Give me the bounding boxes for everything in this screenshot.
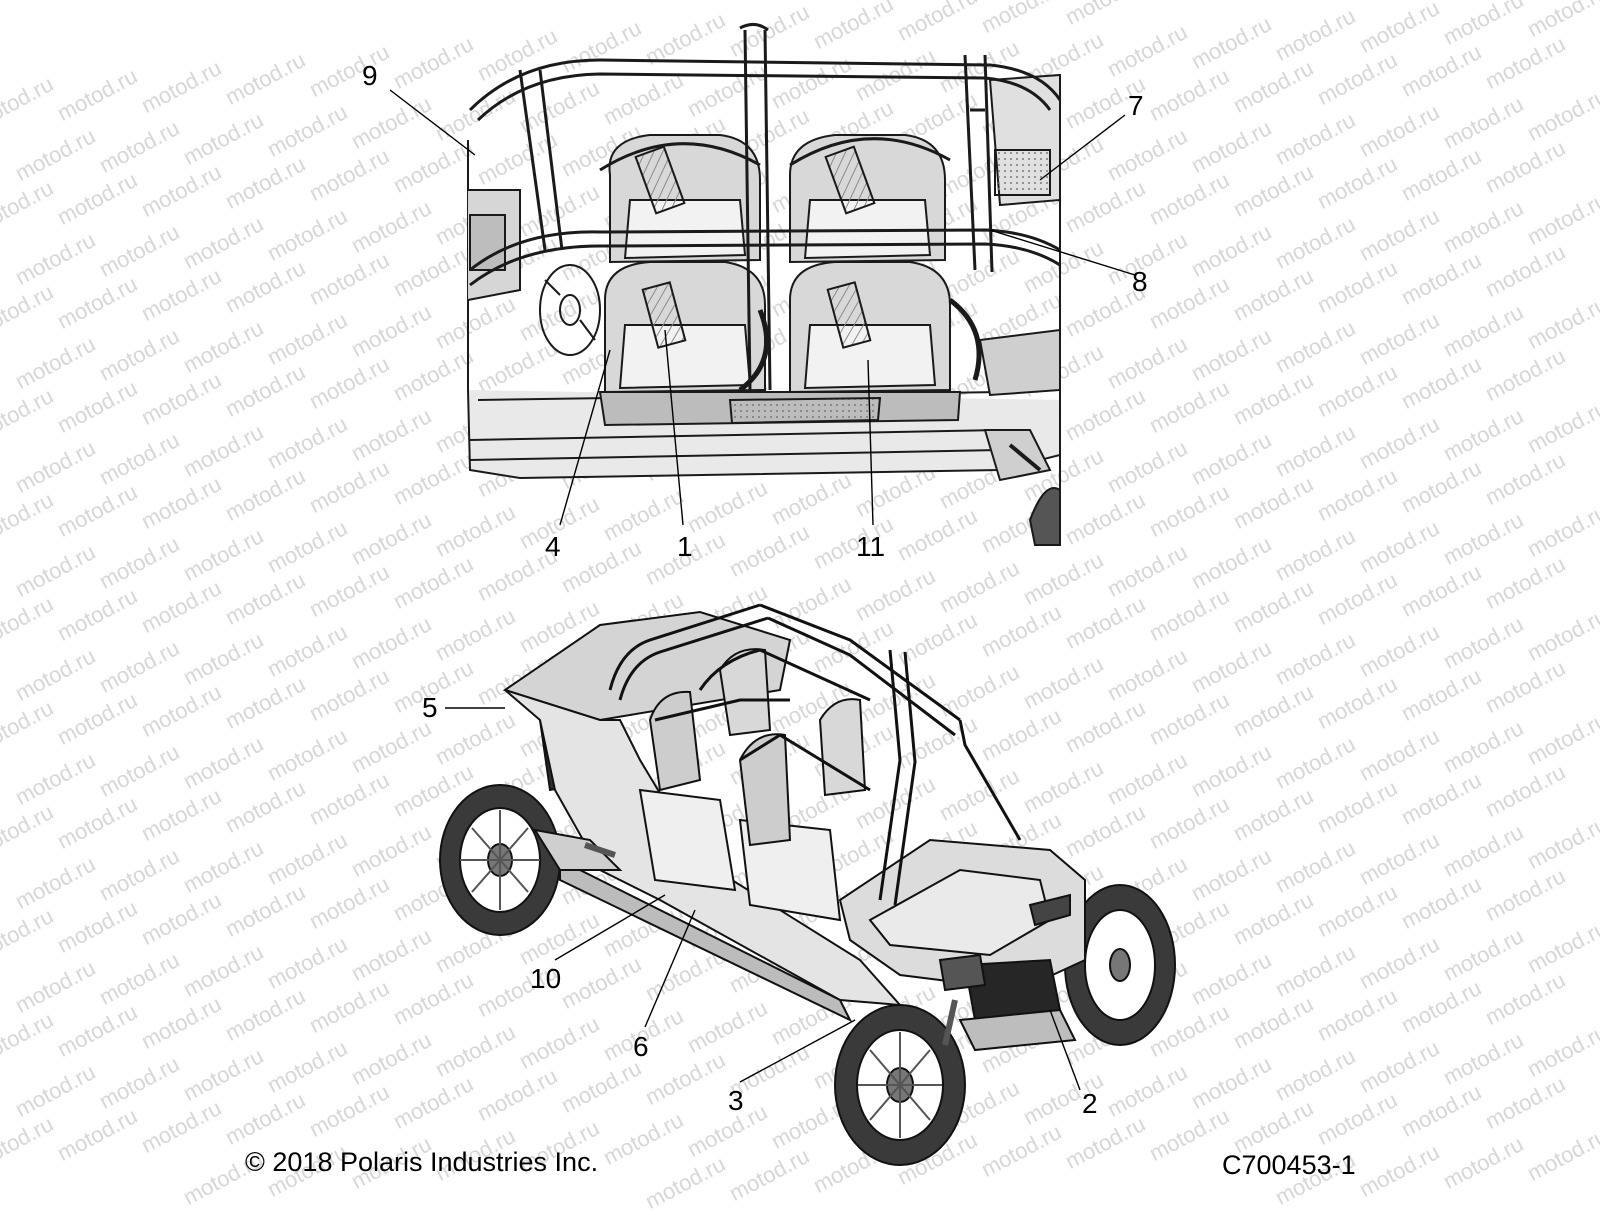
callout-7: 7 xyxy=(1128,90,1144,121)
callout-2: 2 xyxy=(1082,1088,1098,1119)
wheel-right-back xyxy=(1064,884,1176,1046)
callout-11: 11 xyxy=(856,531,886,562)
wheel-front-left xyxy=(834,1004,966,1166)
part-code: C700453-1 xyxy=(1222,1150,1356,1180)
wheel-rear-left xyxy=(439,784,561,936)
steering-wheel xyxy=(539,264,601,356)
seat-group xyxy=(598,134,962,427)
leader-lines-top xyxy=(389,89,1136,526)
vehicle-body xyxy=(502,610,1086,1052)
callout-1: 1 xyxy=(677,531,693,562)
vehicle-seats xyxy=(648,648,867,847)
callout-10: 10 xyxy=(530,963,562,994)
roll-cage-bottom xyxy=(608,603,1022,906)
callout-9: 9 xyxy=(362,60,378,91)
callout-4: 4 xyxy=(545,531,561,562)
roll-cage-top xyxy=(468,23,1062,392)
callout-6: 6 xyxy=(633,1031,649,1062)
leader-lines-bottom xyxy=(445,707,1081,1091)
callout-8: 8 xyxy=(1132,266,1148,297)
copyright-text: © 2018 Polaris Industries Inc. xyxy=(245,1147,599,1177)
callout-3: 3 xyxy=(728,1085,744,1116)
callout-5: 5 xyxy=(422,692,438,723)
